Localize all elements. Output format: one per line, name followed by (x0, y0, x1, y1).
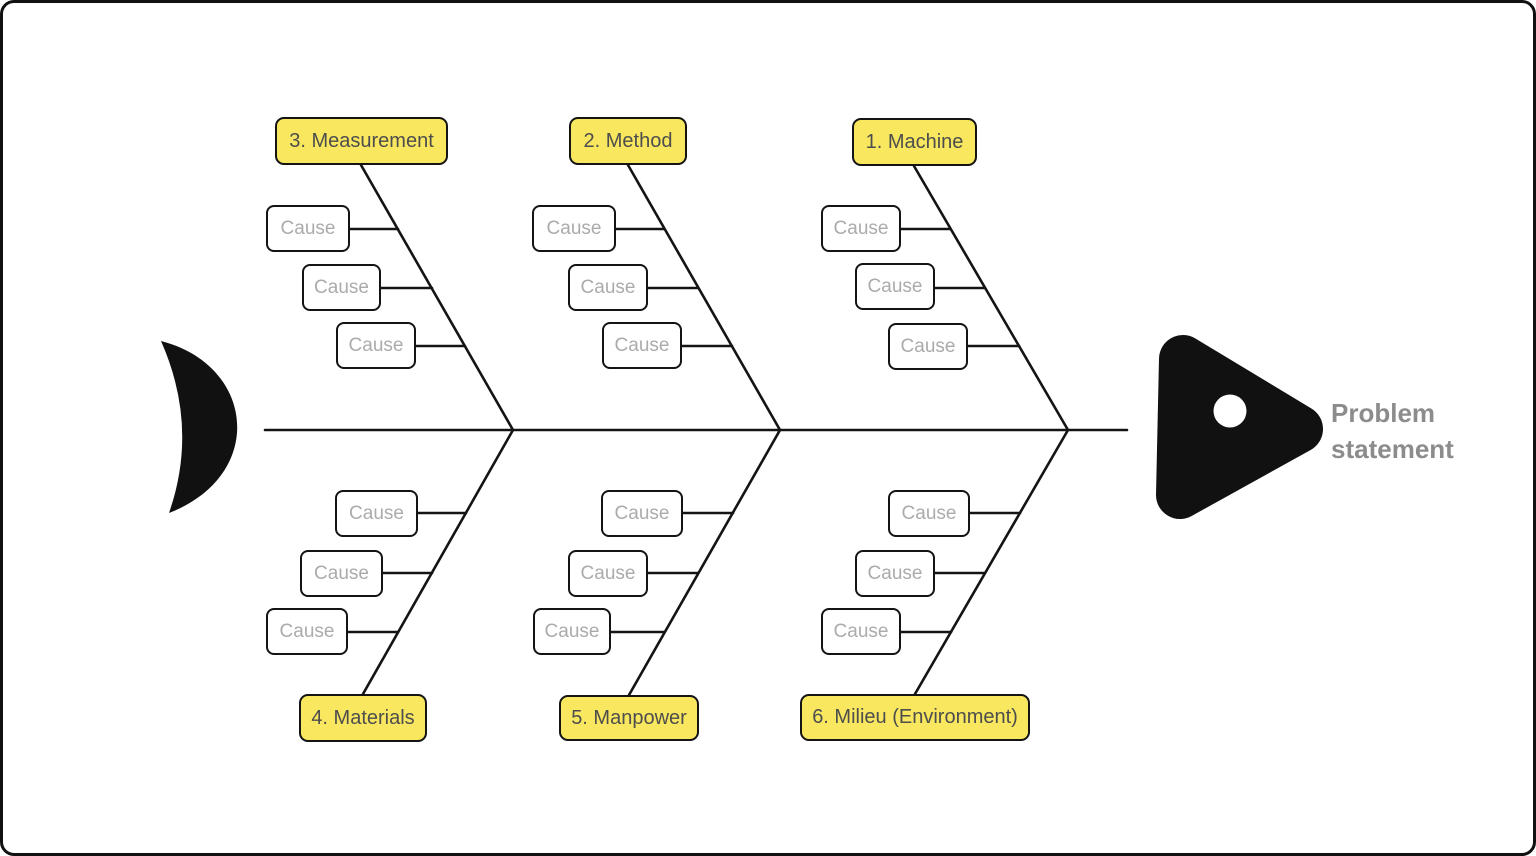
fish-eye (1213, 394, 1247, 428)
cause-box[interactable]: Cause (300, 550, 383, 597)
cause-box[interactable]: Cause (568, 264, 648, 311)
cause-box[interactable]: Cause (532, 205, 616, 252)
category-box-measurement[interactable]: 3. Measurement (275, 117, 448, 165)
cause-box[interactable]: Cause (821, 608, 901, 655)
rib-line-measurement (359, 163, 515, 432)
cause-box[interactable]: Cause (855, 263, 935, 310)
cause-box[interactable]: Cause (888, 323, 968, 370)
category-box-machine[interactable]: 1. Machine (852, 118, 977, 166)
cause-box[interactable]: Cause (302, 264, 381, 311)
cause-box[interactable]: Cause (601, 490, 683, 537)
rib-line-method (626, 163, 782, 432)
cause-box[interactable]: Cause (602, 322, 682, 369)
category-box-method[interactable]: 2. Method (569, 117, 687, 165)
cause-box[interactable]: Cause (568, 550, 648, 597)
cause-box[interactable]: Cause (266, 205, 350, 252)
cause-box[interactable]: Cause (335, 490, 418, 537)
category-box-milieu[interactable]: 6. Milieu (Environment) (800, 694, 1030, 741)
cause-box[interactable]: Cause (266, 608, 348, 655)
cause-box[interactable]: Cause (855, 550, 935, 597)
fishbone-skeleton (161, 163, 1323, 697)
cause-box[interactable]: Cause (821, 205, 901, 252)
rib-line-manpower (627, 428, 782, 697)
fish-tail-shape (161, 341, 238, 513)
rib-line-milieu (913, 428, 1070, 696)
category-box-manpower[interactable]: 5. Manpower (559, 695, 699, 741)
problem-statement-label[interactable]: Problem statement (1331, 398, 1454, 464)
fish-head-shape (1156, 335, 1323, 519)
cause-box[interactable]: Cause (888, 490, 970, 537)
rib-line-machine (912, 164, 1070, 432)
cause-box[interactable]: Cause (336, 322, 416, 369)
category-box-materials[interactable]: 4. Materials (299, 694, 427, 742)
cause-box[interactable]: Cause (533, 608, 611, 655)
rib-line-materials (361, 428, 515, 696)
